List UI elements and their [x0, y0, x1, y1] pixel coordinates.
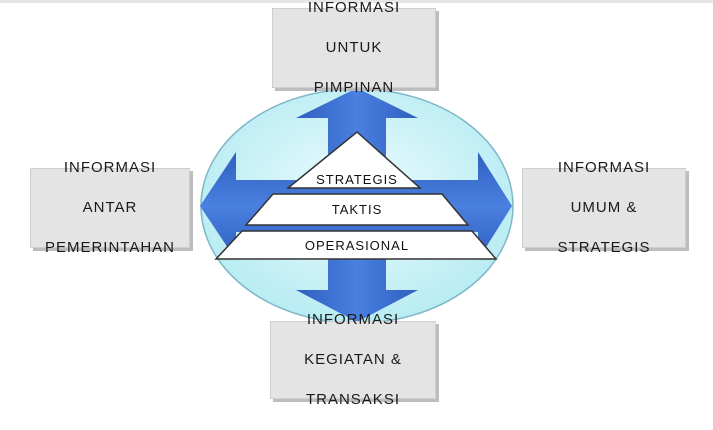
box-right-line-2: UMUM & — [570, 199, 638, 216]
level-label-strategis: STRATEGIS — [316, 172, 398, 187]
box-bottom-line-3: TRANSAKSI — [305, 391, 400, 408]
box-right-line-3: STRATEGIS — [557, 239, 651, 256]
diagram-graphic — [200, 88, 514, 324]
box-left-line-1: INFORMASI — [63, 159, 157, 176]
pyramid-level-taktis — [244, 193, 470, 226]
box-bottom-line-2: KEGIATAN & — [304, 351, 402, 368]
box-right-line-1: INFORMASI — [557, 159, 651, 176]
level-label-operasional: OPERASIONAL — [304, 238, 410, 253]
top-border — [0, 0, 713, 3]
arrow-down — [296, 200, 418, 322]
box-informasi-untuk-pimpinan: INFORMASI UNTUK PIMPINAN — [272, 0, 436, 96]
box-bottom-line-1: INFORMASI — [306, 311, 400, 328]
pyramid-level-operasional — [214, 230, 498, 260]
box-top-line-1: INFORMASI — [307, 0, 401, 16]
box-informasi-umum-strategis: INFORMASI UMUM & STRATEGIS — [522, 159, 686, 256]
box-left-line-2: ANTAR — [82, 199, 138, 216]
box-left-line-3: PEMERINTAHAN — [44, 239, 176, 256]
box-informasi-antar-pemerintahan: INFORMASI ANTAR PEMERINTAHAN — [30, 159, 190, 256]
pyramid-level-strategis — [285, 131, 422, 189]
box-informasi-kegiatan-transaksi: INFORMASI KEGIATAN & TRANSAKSI — [270, 311, 436, 408]
level-label-taktis: TAKTIS — [331, 202, 383, 217]
box-top-line-2: UNTUK — [325, 39, 383, 56]
box-top-line-3: PIMPINAN — [313, 79, 395, 96]
